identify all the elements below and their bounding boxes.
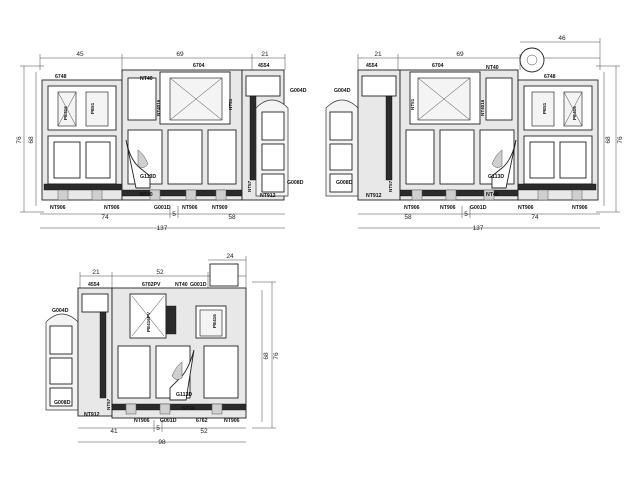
- dim-label: 69: [176, 51, 184, 58]
- profile-code: G001D: [470, 205, 487, 211]
- profile-code: NT912: [366, 193, 382, 199]
- profile-code: 4554: [88, 282, 100, 288]
- profile-code: NT40: [486, 192, 499, 198]
- dim-label: 5: [464, 211, 468, 218]
- dim-bottom-c: 41 5 52 98: [78, 420, 246, 446]
- dim-label: 21: [374, 51, 382, 58]
- profile-code: PE51: [90, 102, 95, 114]
- profile-code: G004D: [334, 88, 351, 94]
- profile-code: G001D: [190, 282, 207, 288]
- profile-code: G004D: [290, 88, 307, 94]
- profile-code: NT912: [84, 412, 100, 418]
- profile-code: NT51: [228, 98, 233, 110]
- dim-top-a: 45 69 21: [39, 51, 286, 70]
- profile-code: NT906: [182, 205, 198, 211]
- profile-code: G001D: [160, 418, 177, 424]
- profile-code: NT906: [104, 205, 120, 211]
- profile-code: 6702PV: [142, 282, 161, 288]
- dim-label: 137: [157, 225, 168, 232]
- profile-code: 4554: [258, 63, 270, 69]
- dim-label: 45: [76, 51, 84, 58]
- profile-code: NT57: [388, 180, 393, 192]
- profile-code: 6748: [544, 74, 556, 80]
- profile-code: 6704: [193, 63, 205, 69]
- dim-label: 76: [617, 136, 624, 144]
- profile-code: NT909: [212, 205, 228, 211]
- profile-code: 6704: [432, 63, 444, 69]
- profile-code: G008D: [287, 180, 304, 186]
- dim-label: 68: [28, 136, 35, 144]
- profile-code: G004D: [52, 308, 69, 314]
- dim-label: 21: [92, 269, 100, 276]
- profile-code: NT906: [404, 205, 420, 211]
- dim-label: 76: [273, 352, 280, 360]
- dim-label: 74: [101, 214, 109, 221]
- profile-code: NT4016: [156, 99, 161, 116]
- dim-label: 52: [156, 269, 164, 276]
- dim-height-b: 76 68: [596, 65, 624, 213]
- profile-code: PE416: [212, 314, 217, 328]
- profile-code: NT906: [134, 418, 150, 424]
- profile-code: NT906: [572, 205, 588, 211]
- profile-code: G113D: [488, 174, 504, 180]
- profile-code: NT40: [140, 192, 153, 198]
- profile-code: G008D: [54, 400, 71, 406]
- dim-label: 68: [605, 136, 612, 144]
- reinforcement: [85, 91, 109, 127]
- profile-code: PE51: [542, 102, 547, 114]
- profile-code: NT40: [182, 406, 195, 412]
- section-c: 21 52 24 76 68: [45, 253, 280, 446]
- profile-code: NT57: [247, 180, 252, 192]
- dim-height-c: 76 68: [252, 281, 280, 429]
- dim-bottom-a: 74 5 58 137: [40, 206, 285, 232]
- dim-label: 68: [263, 352, 270, 360]
- dim-label: 58: [404, 214, 412, 221]
- handle-box: [209, 263, 239, 287]
- profile-code: G113D: [140, 174, 156, 180]
- profile-code: NT906: [440, 205, 456, 211]
- profile-code: NT4016: [480, 99, 485, 116]
- handle-knob: [519, 47, 545, 73]
- profile-code: G008D: [336, 180, 353, 186]
- dim-label: 24: [226, 253, 234, 260]
- dim-label: 46: [558, 35, 566, 42]
- profile-code: NT906: [224, 418, 240, 424]
- profile-code: 4554: [366, 63, 378, 69]
- section-b: 21 69 46 76 68: [325, 35, 624, 232]
- dim-label: 74: [531, 214, 539, 221]
- dim-label: 52: [200, 428, 208, 435]
- dim-label: 76: [16, 136, 23, 144]
- profile-code: NT912: [260, 193, 276, 199]
- dim-label: 69: [456, 51, 464, 58]
- dim-label: 5: [172, 211, 176, 218]
- dim-label: 98: [158, 439, 166, 446]
- profile-code: NT40: [486, 65, 499, 71]
- profile-code: PE416: [572, 106, 577, 120]
- profile-code: PE416PV: [146, 311, 151, 332]
- dim-top-b: 21 69 46: [357, 35, 601, 70]
- dim-label: 21: [261, 51, 269, 58]
- dim-label: 137: [473, 225, 484, 232]
- profile-code: NT40: [175, 282, 188, 288]
- dim-label: 5: [156, 425, 160, 432]
- profile-code: 6762: [196, 418, 208, 424]
- dim-height-a: 76 68: [16, 65, 44, 213]
- profile-code: 6748: [55, 74, 67, 80]
- dim-label: 58: [228, 214, 236, 221]
- section-a: 45 69 21 76 68: [16, 51, 307, 232]
- profile-code: G001D: [154, 205, 171, 211]
- profile-code: NT40: [140, 76, 153, 82]
- profile-code: NT906: [518, 205, 534, 211]
- dim-label: 41: [110, 428, 118, 435]
- profile-code: NT906: [50, 205, 66, 211]
- profile-code: PE416: [63, 106, 68, 120]
- profile-code: NT57: [106, 398, 111, 410]
- profile-code: G113D: [176, 392, 192, 398]
- profile-code: NT51: [410, 98, 415, 110]
- dim-bottom-b: 58 5 74 137: [358, 206, 600, 232]
